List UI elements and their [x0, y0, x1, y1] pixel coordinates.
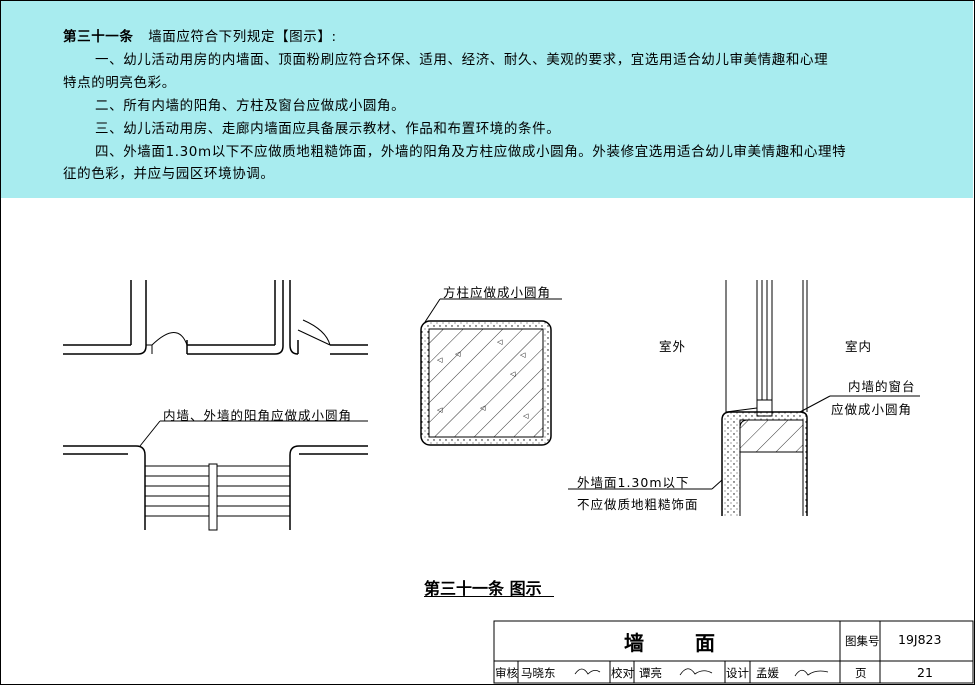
svg-text:◁: ◁: [437, 356, 443, 364]
clause-3: 三、幼儿活动用房、走廊内墙面应具备展示教材、作品和布置环境的条件。: [95, 121, 561, 137]
svg-text:◁: ◁: [480, 404, 486, 412]
svg-text:◁: ◁: [497, 338, 503, 346]
svg-text:◁: ◁: [520, 351, 526, 359]
square-column-section: ◁ ◁ ◁ ◁ ◁ ◁ ◁ ◁: [420, 298, 562, 446]
check-label: 校对: [611, 666, 634, 680]
atlas-number-label: 图集号: [845, 634, 880, 648]
title-block-grid: [493, 620, 974, 684]
designer-name: 孟媛: [756, 666, 779, 680]
page-number: 21: [917, 665, 933, 680]
indoor-label: 室内: [845, 339, 873, 354]
review-label: 审核: [495, 666, 518, 680]
figure-caption-underline: [424, 596, 554, 597]
exterior-wall-label-line-2: 不应做质地粗糙饰面: [577, 497, 699, 512]
clause-1-line-1: 一、幼儿活动用房的内墙面、顶面粉刷应符合环保、适用、经济、耐久、美观的要求，宜选…: [95, 52, 829, 68]
article-number: 第三十一条: [63, 29, 134, 45]
sill-label-line-1: 内墙的窗台: [848, 379, 916, 394]
corner-rounding-label: 内墙、外墙的阳角应做成小圆角: [163, 408, 353, 423]
svg-text:◁: ◁: [523, 412, 529, 420]
clause-2: 二、所有内墙的阳角、方柱及窗台应做成小圆角。: [95, 98, 406, 114]
article-heading-line: 第三十一条 墙面应符合下列规定【图示】:: [63, 28, 337, 46]
column-rounding-label: 方柱应做成小圆角: [443, 285, 552, 300]
title-block: 墙 面 图集号 19J823 审核 马晓东 校对 谭亮 设计 孟媛 页 21: [494, 621, 973, 683]
wall-corner-plan: [63, 280, 368, 355]
checker-name: 谭亮: [639, 666, 662, 680]
figure-caption: 第三十一条 图示: [424, 579, 542, 598]
corner-label-leader: [139, 420, 368, 447]
sheet-title: 墙 面: [624, 631, 737, 655]
design-label: 设计: [726, 666, 749, 680]
svg-text:◁: ◁: [510, 370, 516, 378]
sill-label-line-2: 应做成小圆角: [831, 402, 913, 417]
svg-text:◁: ◁: [455, 350, 461, 358]
page-label: 页: [855, 666, 867, 680]
atlas-number: 19J823: [898, 632, 942, 647]
clause-4-line-2: 征的色彩，并应与园区环境协调。: [63, 166, 275, 182]
stair-plan: [63, 445, 368, 531]
clause-4-line-1: 四、外墙面1.30m以下不应做质地粗糙饰面，外墙的阳角及方柱应做成小圆角。外装修…: [95, 144, 847, 160]
clause-1-line-2: 特点的明亮色彩。: [63, 75, 176, 91]
exterior-wall-label-line-1: 外墙面1.30m以下: [577, 475, 690, 490]
window-sill-section: [568, 280, 920, 516]
outdoor-label: 室外: [659, 339, 687, 354]
reviewer-name: 马晓东: [521, 666, 556, 680]
article-heading-text: 墙面应符合下列规定【图示】:: [148, 29, 337, 45]
article-text-panel: 第三十一条 墙面应符合下列规定【图示】: 一、幼儿活动用房的内墙面、顶面粉刷应符…: [1, 1, 973, 198]
svg-text:◁: ◁: [437, 406, 443, 414]
